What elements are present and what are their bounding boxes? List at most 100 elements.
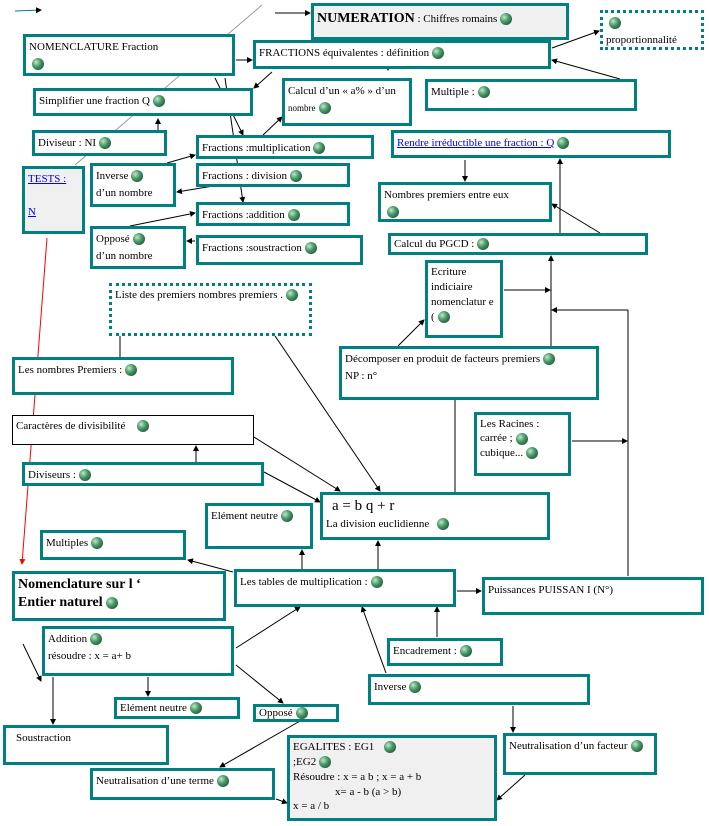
- ball-icon[interactable]: [280, 510, 293, 523]
- ball-icon[interactable]: [437, 311, 450, 323]
- premiers-entre-eux-box[interactable]: Nombres premiers entre eux: [378, 182, 552, 222]
- label: Nomenclature sur l ‘: [18, 577, 141, 592]
- decomposer-box[interactable]: Décomposer en produit de facteurs premie…: [339, 346, 599, 400]
- ball-icon[interactable]: [387, 205, 399, 218]
- tables-multiplication-box[interactable]: Les tables de multiplication :: [234, 569, 456, 607]
- nomenclature-fraction-box[interactable]: NOMENCLATURE Fraction: [23, 34, 235, 76]
- diviseurs-box[interactable]: Diviseurs :: [22, 462, 264, 486]
- liste-premiers-box[interactable]: Liste des premiers nombres premiers .: [109, 283, 312, 336]
- ball-icon[interactable]: [630, 740, 643, 753]
- racines-box[interactable]: Les Racines :carrée ;cubique...: [474, 412, 571, 476]
- ball-icon[interactable]: [99, 137, 112, 150]
- puissances-box[interactable]: Puissances PUISSAN I (N°): [482, 577, 704, 615]
- element-neutre-box[interactable]: Elément neutre: [205, 503, 313, 549]
- ecriture-indiciaire-box[interactable]: Ecriture indiciaire nomenclatur e (: [425, 260, 503, 338]
- diviseur-box[interactable]: Diviseur : NI: [32, 130, 167, 156]
- label: d’un nombre: [96, 249, 153, 262]
- fractions-division-box[interactable]: Fractions : division: [196, 163, 350, 187]
- ball-icon[interactable]: [289, 170, 302, 183]
- neutralisation-terme-box[interactable]: Neutralisation d’une terme: [90, 768, 275, 800]
- ball-icon[interactable]: [500, 13, 513, 26]
- ball-icon[interactable]: [370, 576, 383, 589]
- ball-icon[interactable]: [543, 353, 556, 366]
- multiples-box[interactable]: Multiples: [40, 530, 186, 560]
- ball-icon[interactable]: [32, 57, 44, 70]
- ball-icon[interactable]: [125, 364, 138, 377]
- ball-icon[interactable]: [216, 775, 229, 788]
- nombres-premiers-box[interactable]: Les nombres Premiers :: [12, 357, 234, 395]
- ball-icon[interactable]: [132, 233, 145, 246]
- ball-icon[interactable]: [131, 170, 144, 183]
- ball-icon[interactable]: [286, 289, 299, 302]
- label: NOMENCLATURE Fraction: [29, 41, 159, 53]
- multiple-box[interactable]: Multiple :: [425, 79, 637, 111]
- ball-icon[interactable]: [526, 447, 539, 460]
- ball-icon[interactable]: [295, 707, 308, 719]
- tests-link[interactable]: TESTS :: [28, 173, 67, 185]
- label: x = a / b: [293, 800, 330, 813]
- ball-icon[interactable]: [515, 432, 528, 445]
- simplifier-box[interactable]: Simplifier une fraction Q: [33, 88, 253, 116]
- ball-icon[interactable]: [459, 645, 472, 658]
- ball-icon[interactable]: [313, 142, 326, 155]
- ball-icon[interactable]: [189, 702, 202, 715]
- ball-icon[interactable]: [609, 17, 621, 30]
- ball-icon[interactable]: [477, 86, 490, 99]
- fractions-multiplication-box[interactable]: Fractions :multiplication: [196, 135, 374, 159]
- label: Caractères de divisibilité: [16, 420, 126, 432]
- numeration-title: NUMERATION: [317, 11, 415, 26]
- ball-icon[interactable]: [90, 633, 103, 646]
- label: Fractions :addition: [202, 209, 285, 221]
- ball-icon[interactable]: [78, 469, 91, 482]
- ball-icon[interactable]: [384, 741, 397, 754]
- label: Calcul d’un « a% » d’un: [288, 85, 396, 97]
- caracteres-box[interactable]: Caractères de divisibilité: [12, 415, 254, 445]
- ball-icon[interactable]: [557, 137, 570, 150]
- fractions-equivalentes-box[interactable]: FRACTIONS équivalentes : définition: [253, 40, 551, 69]
- ball-icon[interactable]: [152, 95, 165, 108]
- fractions-addition-box[interactable]: Fractions :addition: [196, 202, 350, 226]
- ball-icon[interactable]: [409, 681, 422, 694]
- tests-n-link[interactable]: N: [28, 206, 36, 218]
- formula: a = b q + r: [332, 498, 395, 514]
- proportionnalite-box[interactable]: proportionnalité: [600, 10, 704, 50]
- rendre-irreductible-box[interactable]: Rendre irréductible une fraction : Q: [391, 130, 671, 158]
- ball-icon[interactable]: [437, 517, 450, 530]
- element-neutre-2-box[interactable]: Elément neutre: [114, 697, 240, 719]
- ball-icon[interactable]: [432, 47, 445, 60]
- ball-icon[interactable]: [319, 756, 332, 769]
- label: Neutralisation d’un facteur: [509, 740, 628, 752]
- fractions-soustraction-box[interactable]: Fractions :soustraction: [196, 235, 363, 265]
- label: Fractions :multiplication: [202, 142, 311, 154]
- neutralisation-facteur-box[interactable]: Neutralisation d’un facteur: [503, 733, 657, 775]
- inverse-box[interactable]: Inverse: [368, 674, 590, 705]
- label: Liste des premiers nombres premiers .: [115, 289, 284, 301]
- numeration-subtitle: : Chiffres romains: [414, 13, 498, 25]
- ball-icon[interactable]: [91, 537, 104, 550]
- encadrement-box[interactable]: Encadrement :: [387, 638, 503, 666]
- tests-box[interactable]: TESTS : N: [22, 166, 85, 234]
- label: Soustraction: [16, 732, 71, 744]
- soustraction-box[interactable]: Soustraction: [3, 725, 169, 765]
- oppose-box[interactable]: Opposé: [253, 704, 339, 722]
- ball-icon[interactable]: [287, 209, 300, 222]
- ball-icon[interactable]: [137, 420, 150, 433]
- ball-icon[interactable]: [477, 238, 490, 251]
- ball-icon[interactable]: [105, 596, 118, 609]
- label: x= a - b (a > b): [335, 785, 402, 798]
- ball-icon[interactable]: [304, 242, 317, 255]
- nomenclature-entier-box[interactable]: Nomenclature sur l ‘Entier naturel: [12, 571, 226, 621]
- label: Fractions : division: [202, 170, 287, 182]
- label: Ecriture indiciaire nomenclatur e (: [431, 266, 494, 323]
- pgcd-box[interactable]: Calcul du PGCD :: [388, 233, 648, 255]
- ball-icon[interactable]: [318, 101, 331, 114]
- rendre-irreductible-link[interactable]: Rendre irréductible une fraction : Q: [397, 137, 555, 149]
- numeration-box[interactable]: NUMERATION : Chiffres romains: [311, 3, 569, 40]
